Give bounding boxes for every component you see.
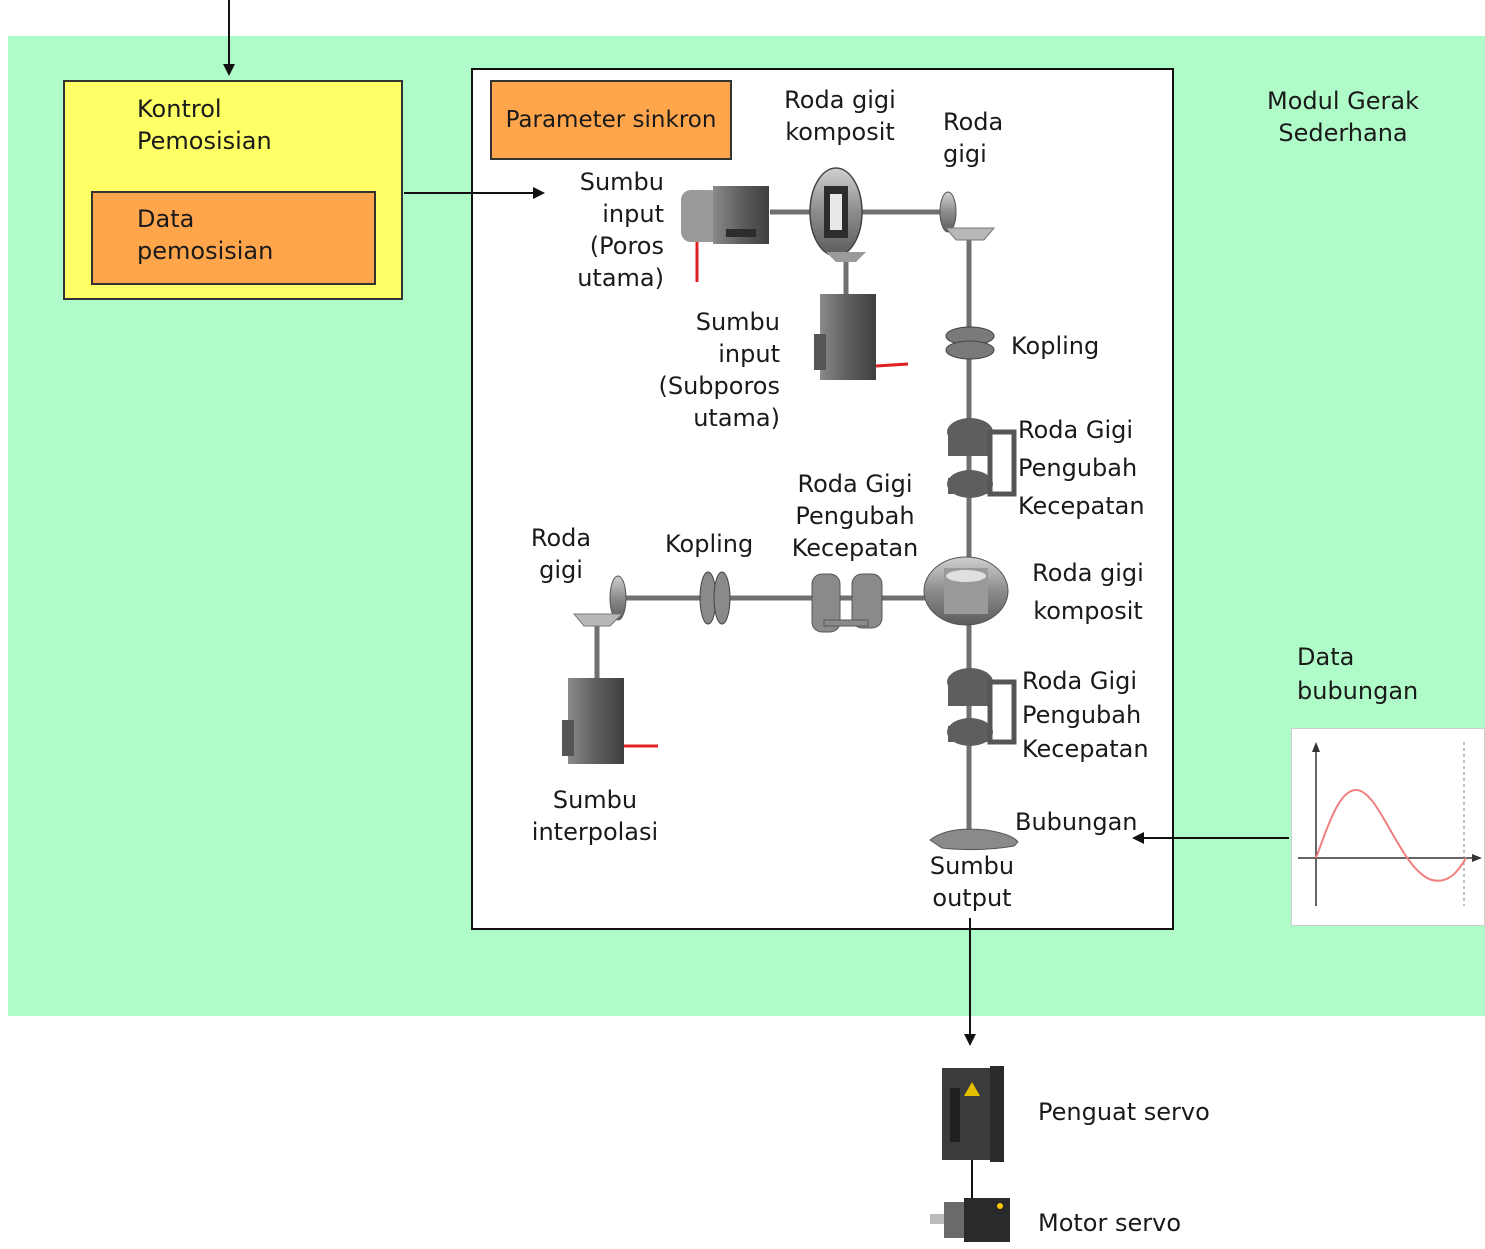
label-gear-left: Roda gigi [516, 522, 606, 586]
speed-change-gear-1 [947, 418, 1014, 498]
servo-amplifier [942, 1066, 1004, 1162]
cam-graph-plot [1298, 742, 1482, 906]
label-servo-amplifier: Penguat servo [1038, 1096, 1210, 1128]
clutch-left [700, 572, 730, 624]
gear-top-right [940, 192, 994, 240]
label-cam-data: Data bubungan [1297, 640, 1418, 708]
label-cam: Bubungan [1015, 806, 1137, 838]
label-speed-change-gear-1: Roda Gigi Pengubah Kecepatan [1018, 411, 1145, 525]
composite-gear-mid [924, 557, 1008, 625]
speed-change-gear-mid [812, 574, 882, 632]
label-input-axis-main: Sumbu input (Poros utama) [540, 166, 664, 294]
label-clutch-right: Kopling [1011, 330, 1099, 362]
label-clutch-left: Kopling [665, 528, 753, 560]
label-speed-change-gear-2: Roda Gigi Pengubah Kecepatan [1022, 664, 1149, 766]
speed-change-gear-2 [947, 668, 1014, 746]
label-interpolation-axis: Sumbu interpolasi [520, 784, 670, 848]
input-motor-sub [814, 294, 908, 380]
label-input-axis-sub: Sumbu input (Subporos utama) [640, 306, 780, 434]
label-speed-change-gear-mid: Roda Gigi Pengubah Kecepatan [785, 468, 925, 564]
label-servo-motor: Motor servo [1038, 1207, 1181, 1239]
output-cam [930, 829, 1018, 849]
label-output-axis: Sumbu output [912, 850, 1032, 914]
input-motor-main [681, 186, 769, 282]
clutch-right [946, 327, 994, 359]
composite-gear-top [810, 168, 866, 262]
label-composite-gear-top: Roda gigi komposit [770, 84, 910, 148]
servo-motor [930, 1198, 1010, 1242]
label-composite-gear-mid: Roda gigi komposit [1018, 554, 1158, 630]
label-gear-top: Roda gigi [943, 106, 1003, 170]
interpolation-axis-motor [562, 678, 658, 764]
